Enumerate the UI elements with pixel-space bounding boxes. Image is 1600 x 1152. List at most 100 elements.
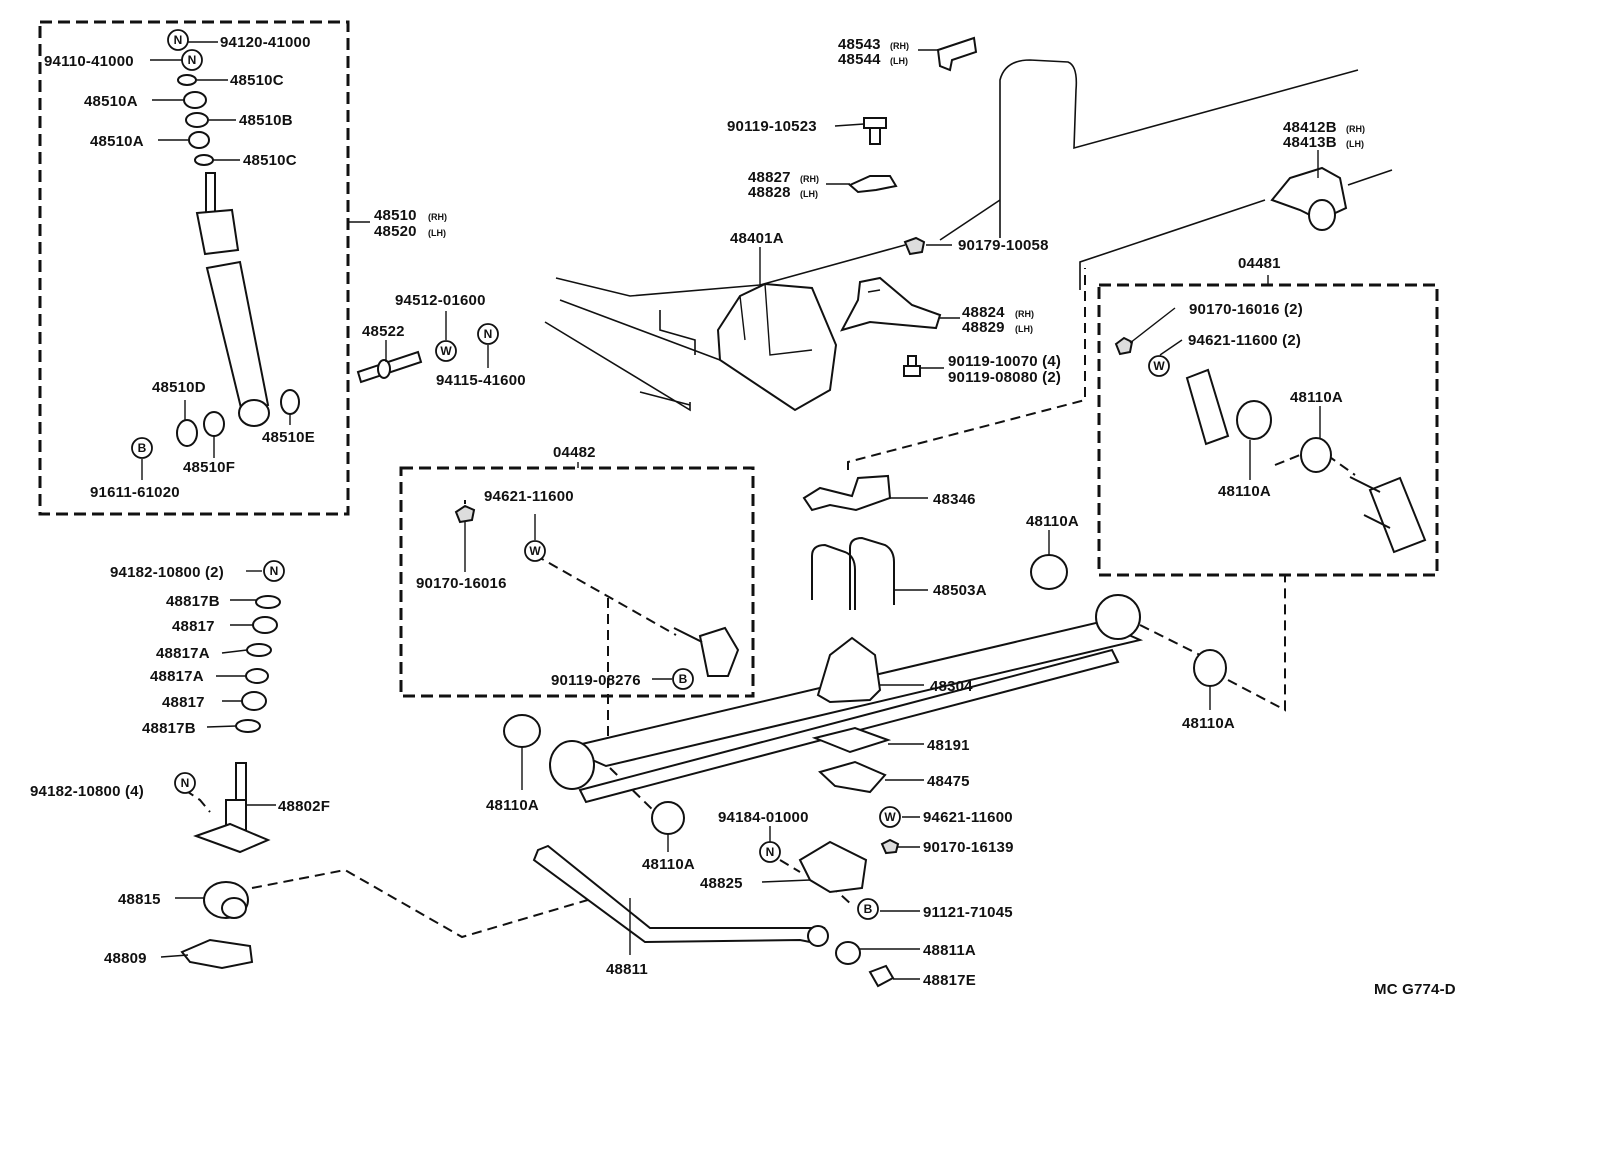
part-label: 48825 [700, 875, 743, 892]
part-label: 91121-71045 [923, 904, 1013, 921]
side-suffix: (RH) [800, 174, 819, 184]
kit-04481-parts [1114, 336, 1427, 554]
part-label: 94184-01000 [718, 809, 809, 826]
nut-symbol-icon: N [263, 560, 285, 582]
part-label: 48809 [104, 950, 147, 967]
side-suffix: (LH) [1015, 324, 1033, 334]
part-label: 48110A [1026, 513, 1079, 530]
part-label: 90119-10070 (4) [948, 353, 1061, 370]
kit-label: 04482 [553, 444, 596, 461]
part-label: 48510E [262, 429, 315, 446]
stud-48522 [356, 350, 423, 384]
side-suffix: (RH) [428, 212, 447, 222]
part-label: 48510B [239, 112, 293, 129]
part-label: 48522 [362, 323, 405, 340]
part-label: 48110A [1290, 389, 1343, 406]
side-suffix: (RH) [1015, 309, 1034, 319]
part-label: 48824 [962, 304, 1005, 321]
bushing-48110A-group [503, 554, 1227, 835]
part-label: 94621-11600 [484, 488, 574, 505]
part-label: 48817E [923, 972, 976, 989]
part-label: 48475 [927, 773, 970, 790]
part-label: 90170-16016 [416, 575, 507, 592]
svg-text:W: W [529, 544, 541, 558]
part-label: 48829 [962, 319, 1005, 336]
u-bolt-48503A [811, 536, 895, 610]
svg-text:B: B [138, 441, 147, 455]
part-label: 48191 [927, 737, 970, 754]
svg-text:W: W [1153, 359, 1165, 373]
part-label: 48510F [183, 459, 235, 476]
part-label: 48817A [150, 668, 204, 685]
svg-text:W: W [884, 810, 896, 824]
bracket-48346 [802, 474, 892, 512]
washer-symbol-icon: W [524, 540, 546, 562]
washer-symbol-icon: W [1148, 355, 1170, 377]
washer-symbol-icon: W [435, 340, 457, 362]
bushing-48815 [203, 881, 249, 919]
bolt-symbol-icon: B [857, 898, 879, 920]
shock-absorber-kit-box [38, 20, 350, 516]
link-48802F [193, 762, 271, 854]
nut-symbol-icon: N [181, 49, 203, 71]
bracket-48827 [848, 175, 898, 194]
part-label: 48811 [606, 961, 648, 978]
part-label: 48510 [374, 207, 417, 224]
bracket-48543 [936, 36, 978, 72]
bolt-symbol-icon: B [672, 668, 694, 690]
part-label: 48510C [230, 72, 284, 89]
side-suffix: (RH) [1346, 124, 1365, 134]
collar-48817E [868, 964, 895, 988]
bolt-90119-10523 [863, 117, 887, 145]
svg-text:B: B [679, 672, 688, 686]
shock-absorber-48510 [176, 74, 300, 447]
bolt-90119-10070 [903, 355, 921, 377]
part-label: 48412B [1283, 119, 1337, 136]
part-label: 90119-08276 [551, 672, 641, 689]
part-label: 48110A [642, 856, 695, 873]
nut-symbol-icon: N [477, 323, 499, 345]
part-label: 48815 [118, 891, 161, 908]
part-label: 94621-11600 (2) [1188, 332, 1301, 349]
part-label: 48304 [930, 678, 973, 695]
side-suffix: (LH) [890, 56, 908, 66]
side-suffix: (LH) [800, 189, 818, 199]
svg-text:N: N [174, 33, 183, 47]
svg-text:W: W [440, 344, 452, 358]
part-label: 48544 [838, 51, 881, 68]
part-label: 48510D [152, 379, 206, 396]
kit-04482-box [399, 466, 755, 698]
svg-text:N: N [766, 845, 775, 859]
bracket-48809 [180, 938, 254, 970]
part-label: 91611-61020 [90, 484, 180, 501]
bushing-48811A [835, 941, 861, 965]
bracket-48824 [840, 276, 942, 332]
part-label: 48510A [84, 93, 138, 110]
part-label: 48401A [730, 230, 784, 247]
nut-symbol-icon: N [174, 772, 196, 794]
part-label: 94512-01600 [395, 292, 486, 309]
part-label: 48828 [748, 184, 791, 201]
part-label: 48413B [1283, 134, 1337, 151]
bracket-48401A [716, 282, 838, 412]
part-label: 94115-41600 [436, 372, 526, 389]
bracket-48825 [798, 840, 868, 894]
nut-symbol-icon: N [167, 29, 189, 51]
cushion-48817-group [235, 595, 281, 733]
part-label: 94621-11600 [923, 809, 1013, 826]
nut-90170-16139 [880, 838, 900, 855]
part-label: 48817A [156, 645, 210, 662]
hanger-48412B [1270, 166, 1348, 231]
kit-04482-parts [454, 504, 740, 677]
diagram-code: MC G774-D [1374, 981, 1456, 998]
part-label: 48110A [1182, 715, 1235, 732]
plate-48475 [818, 760, 887, 794]
part-label: 48543 [838, 36, 881, 53]
part-label: 94182-10800 (4) [30, 783, 144, 800]
nut-symbol-icon: N [759, 841, 781, 863]
part-label: 94120-41000 [220, 34, 311, 51]
svg-text:N: N [188, 53, 197, 67]
part-label: 48802F [278, 798, 330, 815]
part-label: 90119-08080 (2) [948, 369, 1061, 386]
part-label: 90119-10523 [727, 118, 817, 135]
